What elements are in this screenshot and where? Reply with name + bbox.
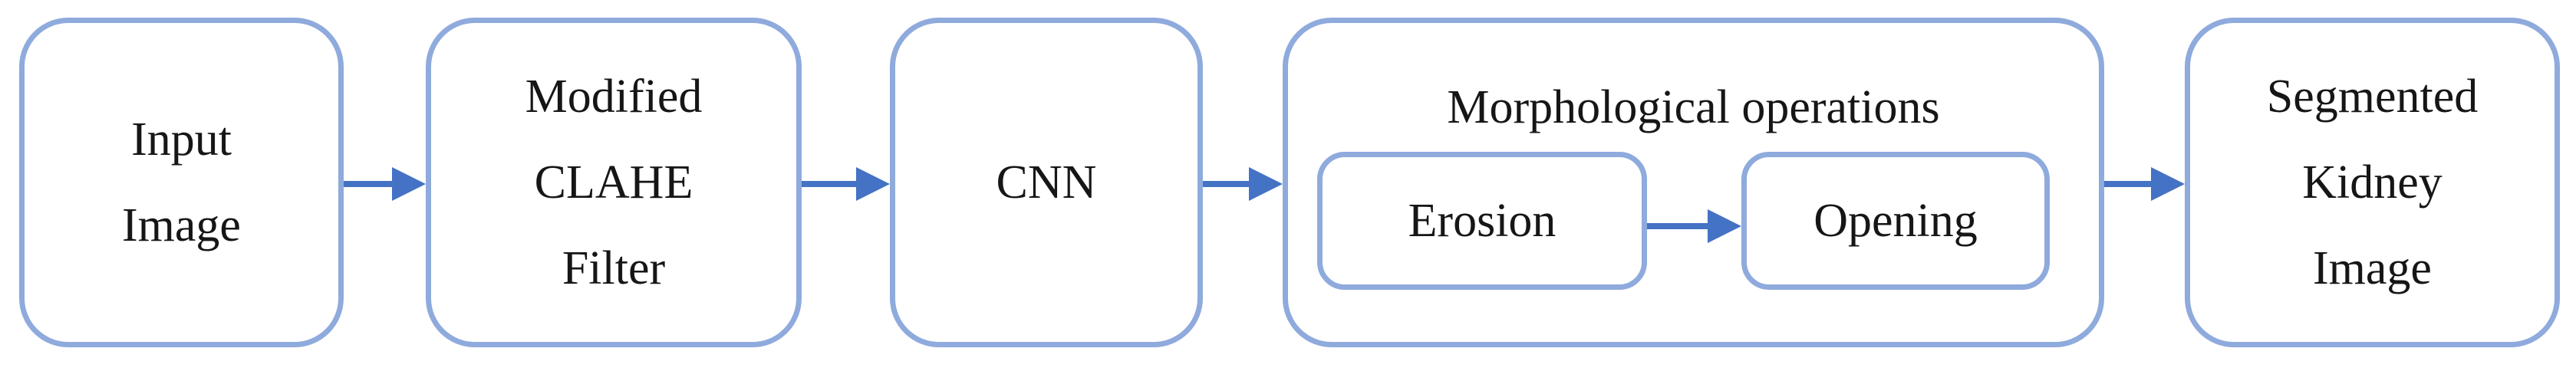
connector-arrow-4 [2104,167,2185,201]
arrow-shaft [344,181,397,187]
node-label-line: Image [122,199,241,251]
node-label-line: Modified [525,71,703,123]
arrow-head-icon [1249,167,1283,201]
arrow-shaft [802,181,861,187]
node-input-image: Input Image [19,18,344,347]
node-cnn: CNN [890,18,1203,347]
connector-arrow-erosion-opening [1647,209,1741,243]
connector-arrow-3 [1203,167,1283,201]
arrow-head-icon [392,167,426,201]
arrow-shaft [2104,181,2156,187]
node-opening: Opening [1741,152,2050,290]
node-erosion: Erosion [1317,152,1647,290]
node-label-line: CNN [996,156,1097,209]
arrow-head-icon [1708,209,1741,243]
node-label-line: Erosion [1408,195,1556,247]
node-morphological-operations: Morphological operations Erosion Opening [1283,18,2104,347]
arrow-head-icon [856,167,890,201]
node-label-line: Filter [562,242,666,294]
connector-arrow-2 [802,167,890,201]
morphological-operations-title: Morphological operations [1447,81,1940,133]
arrow-shaft [1647,223,1712,229]
node-label-line: Segmented [2266,71,2479,123]
arrow-head-icon [2151,167,2185,201]
node-label-line: Image [2313,242,2432,294]
node-label-line: Opening [1813,195,1978,247]
connector-arrow-1 [344,167,426,201]
node-label-line: Kidney [2302,156,2443,209]
node-modified-clahe-filter: Modified CLAHE Filter [426,18,802,347]
node-segmented-kidney-image: Segmented Kidney Image [2185,18,2560,347]
node-label-line: Input [131,113,232,166]
node-label-line: CLAHE [534,156,693,209]
arrow-shaft [1203,181,1253,187]
